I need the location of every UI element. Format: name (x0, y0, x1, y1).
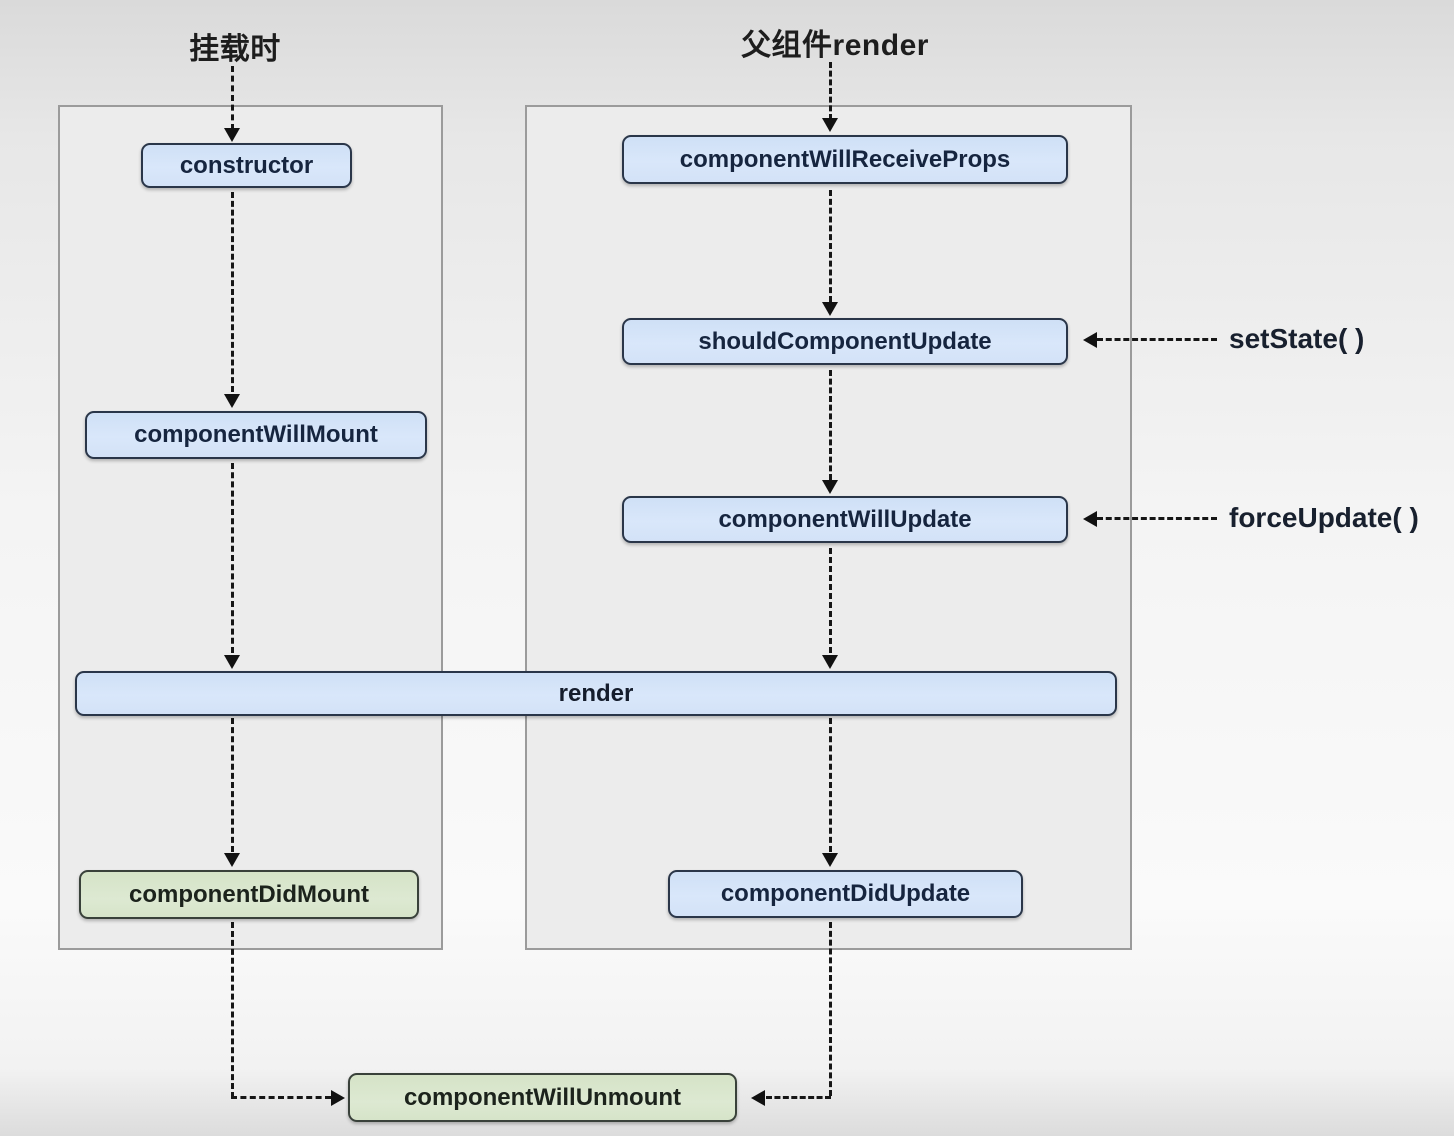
arrow-render-to-didupdate-head (822, 853, 838, 867)
arrow-parent-to-receiveprops-head (822, 118, 838, 132)
arrow-willupdate-to-render-line (829, 548, 832, 653)
connector-didmount-right-line (231, 1096, 331, 1099)
arrow-shouldupdate-to-willupdate-line (829, 370, 832, 480)
arrow-willmount-to-render-line (231, 463, 234, 653)
mount-phase-title: 挂载时 (189, 33, 281, 66)
setstate-arrow-line (1097, 338, 1217, 341)
node-componentdidmount: componentDidMount (79, 870, 419, 919)
connector-didupdate-left-head (751, 1090, 765, 1106)
connector-didupdate-left-line (766, 1096, 831, 1099)
arrow-receiveprops-to-shouldupdate-head (822, 302, 838, 316)
arrow-constructor-to-willmount-head (224, 394, 240, 408)
arrow-parent-to-receiveprops-line (829, 62, 832, 120)
setstate-label: setState( ) (1229, 323, 1365, 354)
node-shouldcomponentupdate: shouldComponentUpdate (622, 318, 1068, 365)
arrow-render-to-didmount-head (224, 853, 240, 867)
forceupdate-arrow-line (1097, 517, 1217, 520)
arrow-mount-to-constructor-line (231, 66, 234, 130)
node-componentwillupdate: componentWillUpdate (622, 496, 1068, 543)
connector-didmount-right-head (331, 1090, 345, 1106)
node-componentwillreceiveprops: componentWillReceiveProps (622, 135, 1068, 184)
arrow-constructor-to-willmount-line (231, 192, 234, 392)
arrow-render-to-didupdate-line (829, 718, 832, 852)
arrow-mount-to-constructor-head (224, 128, 240, 142)
arrow-receiveprops-to-shouldupdate-line (829, 190, 832, 302)
forceupdate-arrow-head (1083, 511, 1097, 527)
connector-didupdate-down-line (829, 922, 832, 1096)
node-componentwillmount: componentWillMount (85, 411, 427, 459)
arrow-willmount-to-render-head (224, 655, 240, 669)
mount-phase-panel (58, 105, 443, 950)
node-constructor: constructor (141, 143, 352, 188)
connector-didmount-down-line (231, 922, 234, 1098)
arrow-shouldupdate-to-willupdate-head (822, 480, 838, 494)
forceupdate-label: forceUpdate( ) (1229, 502, 1419, 533)
node-componentdidupdate: componentDidUpdate (668, 870, 1023, 918)
parent-render-phase-title: 父组件render (741, 29, 929, 62)
arrow-render-to-didmount-line (231, 718, 234, 852)
setstate-arrow-head (1083, 332, 1097, 348)
arrow-willupdate-to-render-head (822, 655, 838, 669)
node-render: render (75, 671, 1117, 716)
node-componentwillunmount: componentWillUnmount (348, 1073, 737, 1122)
